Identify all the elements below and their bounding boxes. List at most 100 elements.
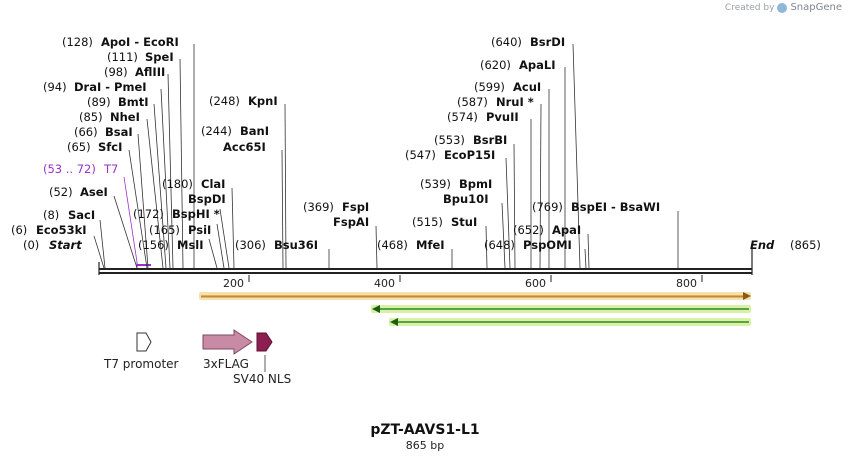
site-pos-spei: (111) [107,50,138,64]
site-line-bsai [137,133,149,269]
site-pos-mfei: (468) [377,238,408,252]
site-name-bsrdi: BsrDI [530,35,565,49]
site-pos-bani: (244) [201,124,232,138]
site-pos-kpni: (248) [209,94,240,108]
site-line-psii [216,223,225,269]
scale-tick-400: 400 [374,275,401,290]
site-name-psii: PsiI [188,223,211,237]
site-name-bspei: BspEI - BsaWI [571,200,660,214]
site-pos-start: (0) [23,238,39,252]
tick-label-600: 600 [525,277,546,290]
site-pos-acui: (599) [474,80,505,94]
site-pos-bsai: (66) [74,125,98,139]
site-name-bsphi: BspHI * [172,207,220,221]
orf-reverse-green-2[interactable] [389,318,751,326]
site-pos-ecori: (128) [62,35,93,49]
site-line-bpmi [501,202,506,269]
site-name-afliii: AflIII [135,65,165,79]
site-name-pvuii: PvuII [486,110,519,124]
site-name-bani: BanI [240,124,269,138]
snapgene-credit: Created by SnapGene [725,2,842,13]
feature-t7-promoter[interactable]: T7 promoter [103,332,179,371]
scale-tick-600: 600 [525,275,552,290]
site-line-spei [179,58,184,269]
site-name-nrui: NruI * [496,95,534,109]
site-pos-fspi: (369) [303,200,334,214]
credit-brand: SnapGene [790,2,842,13]
site-pos-bpmi: (539) [420,177,451,191]
site-line-nhei [146,118,164,269]
site-name-nhei: NheI [110,110,140,124]
site-name-ecori: ApoI - EcoRI [101,35,179,49]
site-line-ecop15i [505,157,511,269]
site-pos-t7: (53 .. 72) [43,162,96,176]
site-line-sfci [128,149,148,269]
orf-reverse-green-1[interactable] [371,305,751,313]
site-line-stui [485,225,488,269]
site-pos-clai: (180) [162,177,193,191]
site-name-ecop15i: EcoP15I [444,148,495,162]
site-name-bpmi: BpmI [459,177,492,191]
site-name-sfci: SfcI [98,140,122,154]
site-name-eco53ki: Eco53kI [36,223,87,237]
orf-forward-orange[interactable] [199,292,751,300]
site-line-bsrdi [572,43,581,269]
site-line-eco53ki [93,235,105,269]
site-pos-ecop15i: (547) [405,148,436,162]
site-line-saci [99,219,106,269]
site-name-acc65i: Acc65I [223,140,266,154]
site-pos-apali: (620) [480,58,511,72]
site-line-afliii [167,73,174,269]
t7-promoter-arrow [136,332,152,352]
site-line-psppomi [584,248,587,269]
feature-3xflag[interactable]: 3xFLAG [202,329,253,371]
site-pos-sfci: (65) [67,140,91,154]
site-pos-msli: (156) [138,238,169,252]
site-name-bspdi: BspDI [188,192,226,206]
site-name-stui: StuI [451,215,477,229]
site-name-spei: SpeI [145,50,174,64]
site-name-saci: SacI [68,208,95,222]
tick-label-200: 200 [223,277,244,290]
site-pos-afliii: (98) [104,65,128,79]
feature-sv40-nls[interactable]: SV40 NLS [233,332,291,386]
site-name-psppomi: PspOMI [523,238,572,252]
site-name-start: Start [49,238,82,252]
site-name-bsrbi: BsrBI [473,133,507,147]
site-pos-psppomi: (648) [484,238,515,252]
site-name-drai: DraI - PmeI [74,80,147,94]
site-pos-psii: (165) [149,223,180,237]
snapgene-logo-icon [777,2,788,13]
site-line-fspi [375,225,378,269]
site-line-nrui [539,103,542,269]
site-line-bsrbi [513,143,516,269]
feature-label-3xflag: 3xFLAG [203,357,249,371]
site-line-asei [113,195,138,269]
site-line-clai [231,187,235,269]
site-name-end: End [750,238,775,252]
site-line-msli [208,238,218,269]
site-line-drai [160,88,171,269]
scale-tick-200: 200 [223,275,250,290]
scale-tick-800: 800 [676,275,703,290]
site-name-msli: MslI [177,238,204,252]
site-pos-asei: (52) [49,185,73,199]
site-name-t7: T7 [103,162,118,176]
nls-arrow [256,332,273,352]
site-pos-end: (865) [790,238,821,252]
feature-label-sv40-nls: SV40 NLS [233,372,291,386]
site-name-apali: ApaLI [519,58,556,72]
site-name-kpni: KpnI [248,94,278,108]
site-pos-drai: (94) [43,80,67,94]
site-name-bpu10i: Bpu10I [443,192,488,206]
flag-arrow [202,329,253,355]
site-name-asei: AseI [80,185,108,199]
site-pos-apai: (652) [513,223,544,237]
site-pos-pvuii: (574) [447,110,478,124]
site-name-acui: AcuI [513,80,541,94]
site-pos-nrui: (587) [457,95,488,109]
site-pos-bsrbi: (553) [434,133,465,147]
site-pos-stui: (515) [412,215,443,229]
site-pos-eco53ki: (6) [11,223,27,237]
